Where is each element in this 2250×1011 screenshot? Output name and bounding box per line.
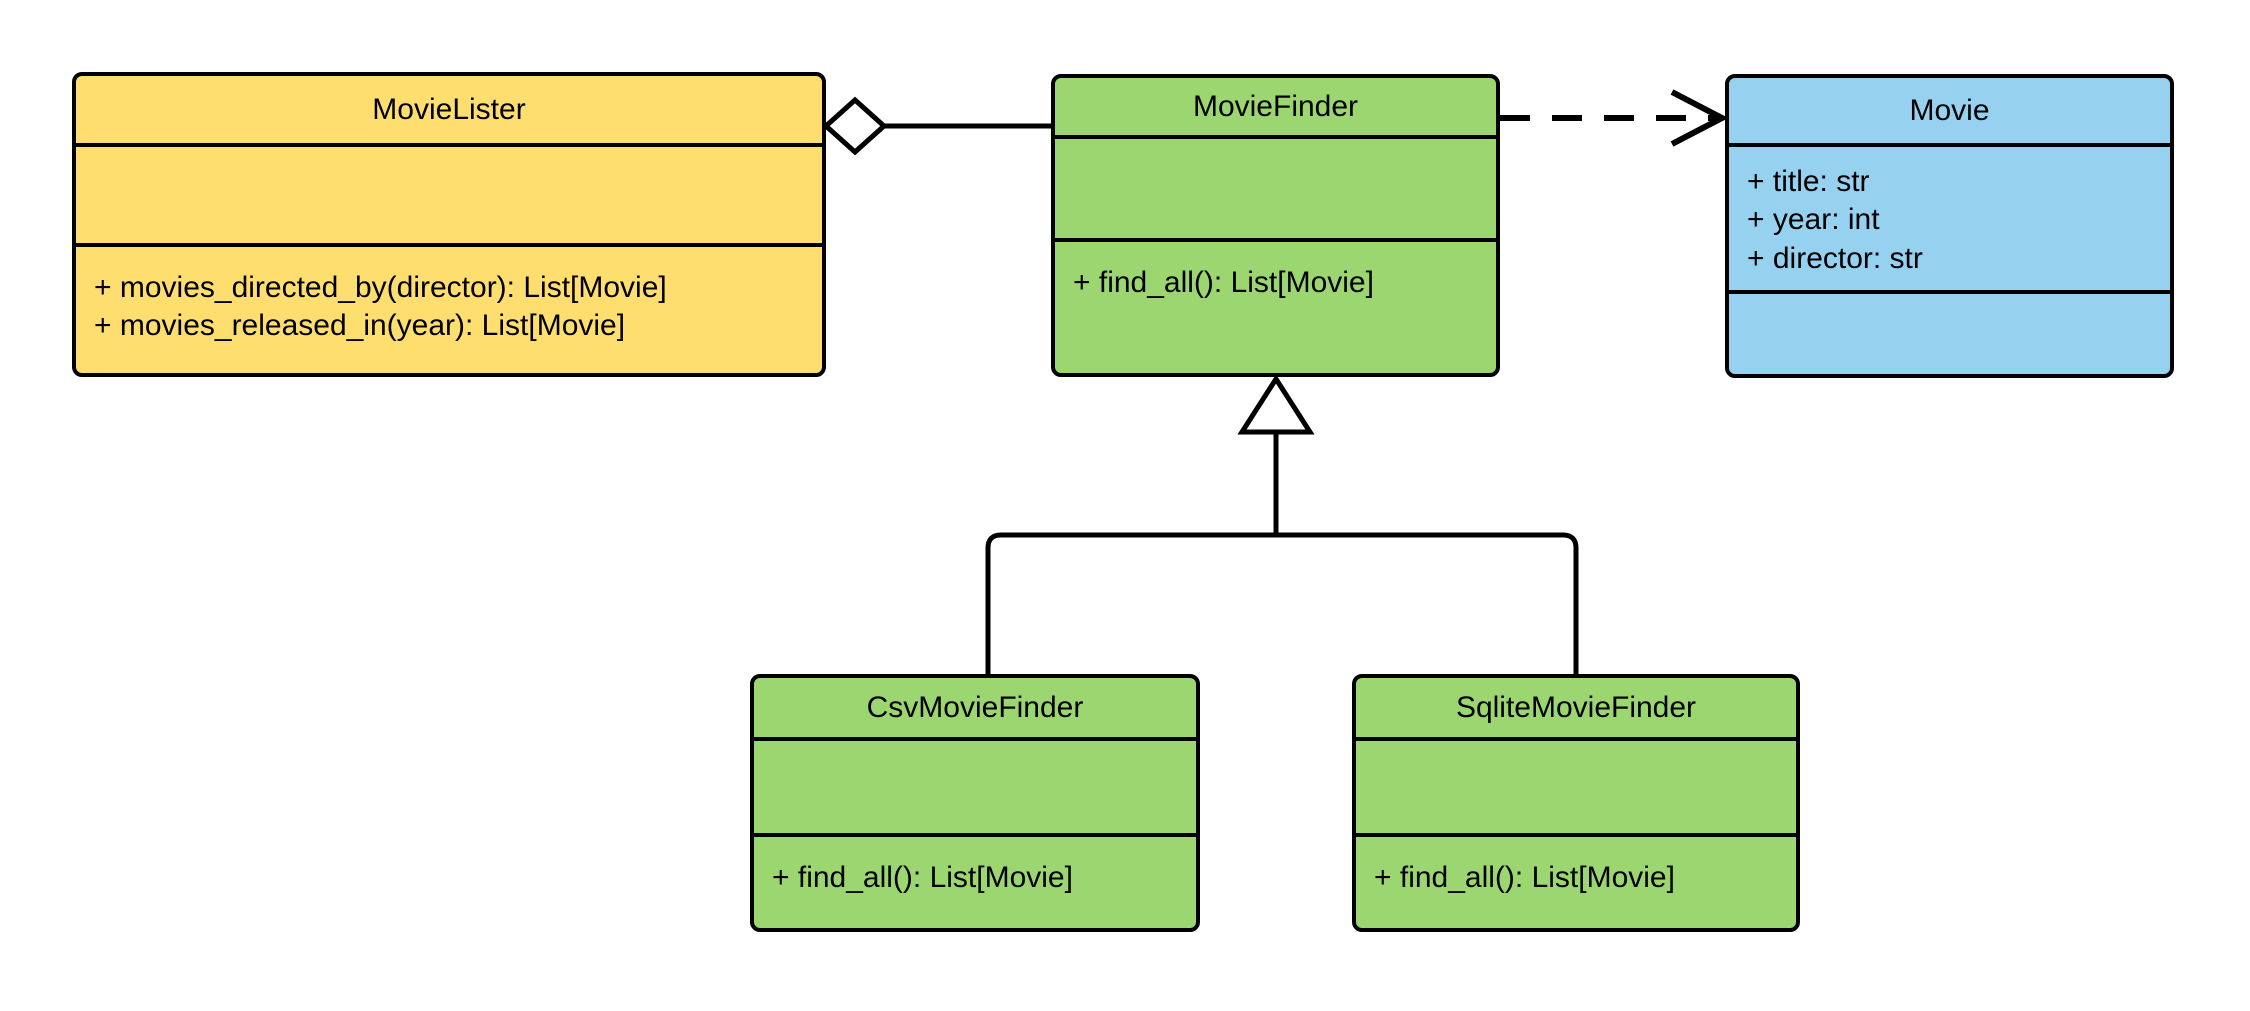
class-name-compartment: CsvMovieFinder bbox=[754, 678, 1196, 737]
class-box-movie[interactable]: Movie + title: str + year: int + directo… bbox=[1725, 74, 2174, 378]
class-methods-compartment: + movies_directed_by(director): List[Mov… bbox=[76, 243, 822, 373]
class-attributes-compartment bbox=[1055, 135, 1496, 238]
dependency-finder-to-movie bbox=[1500, 89, 1729, 147]
class-attributes-compartment bbox=[754, 737, 1196, 833]
aggregation-lister-to-finder bbox=[822, 96, 1051, 156]
class-name-compartment: SqliteMovieFinder bbox=[1356, 678, 1796, 737]
class-title-csv-movie-finder: CsvMovieFinder bbox=[866, 691, 1084, 724]
class-attributes-compartment bbox=[76, 143, 822, 243]
class-methods-compartment bbox=[1729, 290, 2170, 374]
class-methods-compartment: + find_all(): List[Movie] bbox=[1356, 833, 1796, 928]
class-title-movie-finder: MovieFinder bbox=[1192, 90, 1359, 123]
class-name-compartment: Movie bbox=[1729, 78, 2170, 143]
class-attribute-line: + director: str bbox=[1747, 241, 1923, 275]
generalization-branch-sqlite bbox=[1276, 532, 1579, 674]
class-methods-compartment: + find_all(): List[Movie] bbox=[754, 833, 1196, 928]
class-attributes-compartment: + title: str + year: int + director: str bbox=[1729, 143, 2170, 290]
hollow-diamond-icon bbox=[822, 96, 888, 156]
generalization-subclasses-to-finder bbox=[985, 374, 1579, 674]
class-method-line: + movies_released_in(year): List[Movie] bbox=[94, 309, 626, 343]
class-title-movie: Movie bbox=[1909, 94, 1990, 127]
class-method-line: + movies_directed_by(director): List[Mov… bbox=[94, 271, 667, 304]
class-method-line: + find_all(): List[Movie] bbox=[772, 861, 1073, 894]
class-box-sqlite-movie-finder[interactable]: SqliteMovieFinder + find_all(): List[Mov… bbox=[1352, 674, 1800, 932]
class-title-sqlite-movie-finder: SqliteMovieFinder bbox=[1455, 691, 1697, 724]
class-method-line: + find_all(): List[Movie] bbox=[1073, 266, 1374, 299]
generalization-branch-csv bbox=[985, 532, 1276, 674]
open-arrowhead-icon bbox=[1670, 89, 1729, 147]
class-box-movie-finder[interactable]: MovieFinder + find_all(): List[Movie] bbox=[1051, 74, 1500, 377]
class-box-csv-movie-finder[interactable]: CsvMovieFinder + find_all(): List[Movie] bbox=[750, 674, 1200, 932]
class-method-line: + find_all(): List[Movie] bbox=[1374, 861, 1675, 894]
class-methods-compartment: + find_all(): List[Movie] bbox=[1055, 238, 1496, 373]
class-title-movie-lister: MovieLister bbox=[372, 93, 526, 126]
class-attributes-compartment bbox=[1356, 737, 1796, 833]
hollow-triangle-icon bbox=[1237, 374, 1315, 435]
class-attribute-line: + title: str bbox=[1747, 165, 1870, 198]
class-attribute-line: + year: int bbox=[1747, 203, 1880, 237]
class-box-movie-lister[interactable]: MovieLister + movies_directed_by(directo… bbox=[72, 72, 826, 377]
class-name-compartment: MovieFinder bbox=[1055, 78, 1496, 135]
class-name-compartment: MovieLister bbox=[76, 76, 822, 143]
